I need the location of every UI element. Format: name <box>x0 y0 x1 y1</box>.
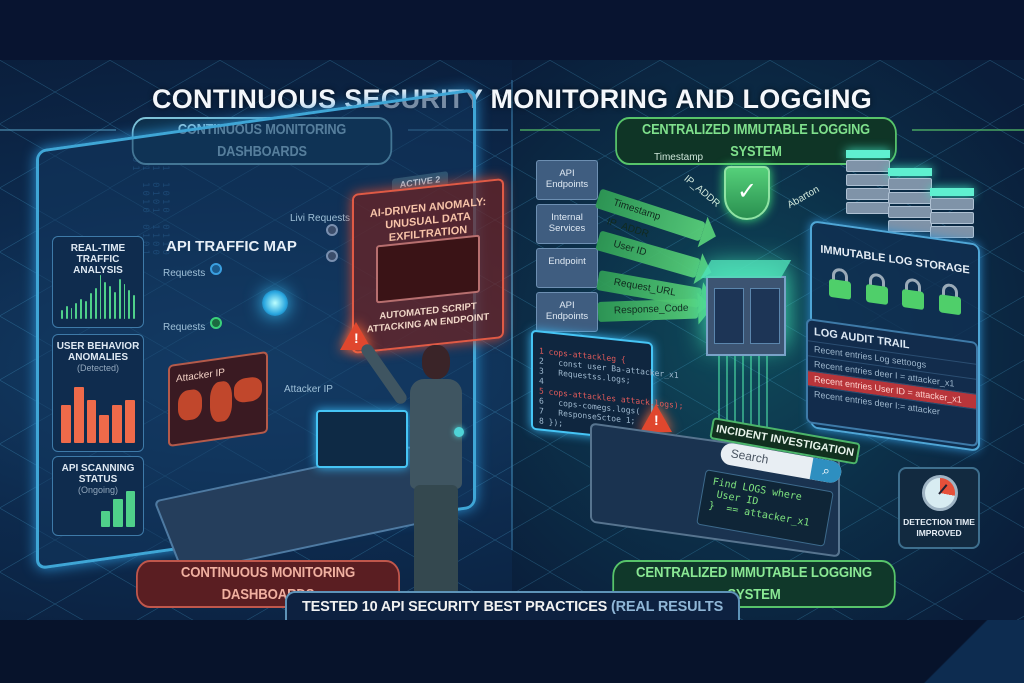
request-node <box>210 263 222 275</box>
bar <box>128 289 131 319</box>
api-scanning-panel: API SCANNING STATUS (Ongoing) <box>52 456 144 536</box>
anomaly-bar-chart <box>61 387 135 443</box>
bar <box>109 286 111 319</box>
bar <box>123 284 126 319</box>
bar <box>99 415 110 443</box>
footer-caption: TESTED 10 API SECURITY BEST PRACTICES (R… <box>285 591 740 643</box>
source-internal-services: Internal Services <box>536 204 598 244</box>
bar <box>104 282 107 319</box>
lock-icon <box>938 282 961 316</box>
right-section-header: CENTRALIZED IMMUTABLE LOGGING SYSTEM <box>615 117 897 165</box>
lock-icon <box>902 277 925 311</box>
detection-time-card: DETECTION TIME IMPROVED <box>898 467 980 549</box>
request-node <box>210 317 222 329</box>
request-node <box>326 250 338 262</box>
top-band <box>0 0 1024 60</box>
bar <box>61 404 71 443</box>
server-stack-icon <box>846 150 890 216</box>
source-endpoint: Endpoint <box>536 248 598 288</box>
log-aggregator-server <box>700 260 792 356</box>
lock-icon <box>829 267 852 300</box>
bar <box>125 399 135 443</box>
bottom-band <box>0 620 1024 683</box>
bar <box>118 278 121 319</box>
bar <box>85 300 87 319</box>
bar <box>80 298 83 319</box>
shield-check-icon: ✓ <box>724 166 770 220</box>
source-api-endpoints: API Endpoints <box>536 160 598 200</box>
bar <box>99 275 102 319</box>
section-divider <box>511 80 513 550</box>
bar <box>101 511 111 527</box>
traffic-analysis-panel: REAL-TIME TRAFFIC ANALYSIS <box>52 236 144 328</box>
stopwatch-icon <box>922 475 958 511</box>
traffic-hub-node <box>262 290 288 316</box>
bar <box>65 306 68 319</box>
traffic-bar-chart <box>61 275 135 319</box>
bar <box>75 302 78 319</box>
bar <box>125 491 135 527</box>
bar <box>94 287 97 319</box>
bar <box>113 499 123 527</box>
security-analyst-figure <box>359 341 470 615</box>
page-title: CONTINUOUS SECURITY MONITORING AND LOGGI… <box>151 84 873 114</box>
log-flow-arrow: Response_Code <box>597 298 699 322</box>
console-code-window <box>316 410 408 468</box>
warning-icon: ! <box>640 404 672 432</box>
api-traffic-map: API TRAFFIC MAP <box>166 238 297 255</box>
bar <box>70 308 73 319</box>
source-api-endpoints-2: API Endpoints <box>536 292 598 332</box>
scanning-bar-chart <box>101 491 135 527</box>
user-anomalies-panel: USER BEHAVIOR ANOMALIES (Detected) <box>52 334 144 452</box>
bar <box>112 404 123 443</box>
attacker-ip-map: Attacker IP <box>168 350 268 448</box>
server-stack-icon <box>930 188 974 240</box>
bar <box>89 293 92 319</box>
anomaly-alert-panel: AI-DRIVEN ANOMALY: UNUSUAL DATA EXFILTRA… <box>352 178 504 354</box>
bar <box>86 399 97 443</box>
request-node <box>326 224 338 236</box>
bar <box>113 291 116 319</box>
lock-icon <box>865 272 888 305</box>
search-input[interactable]: Search <box>729 446 770 467</box>
server-stack-icon <box>888 168 932 234</box>
hacker-laptop-icon <box>376 234 480 304</box>
bar <box>133 295 135 319</box>
bar <box>61 309 63 319</box>
bar <box>73 387 84 443</box>
